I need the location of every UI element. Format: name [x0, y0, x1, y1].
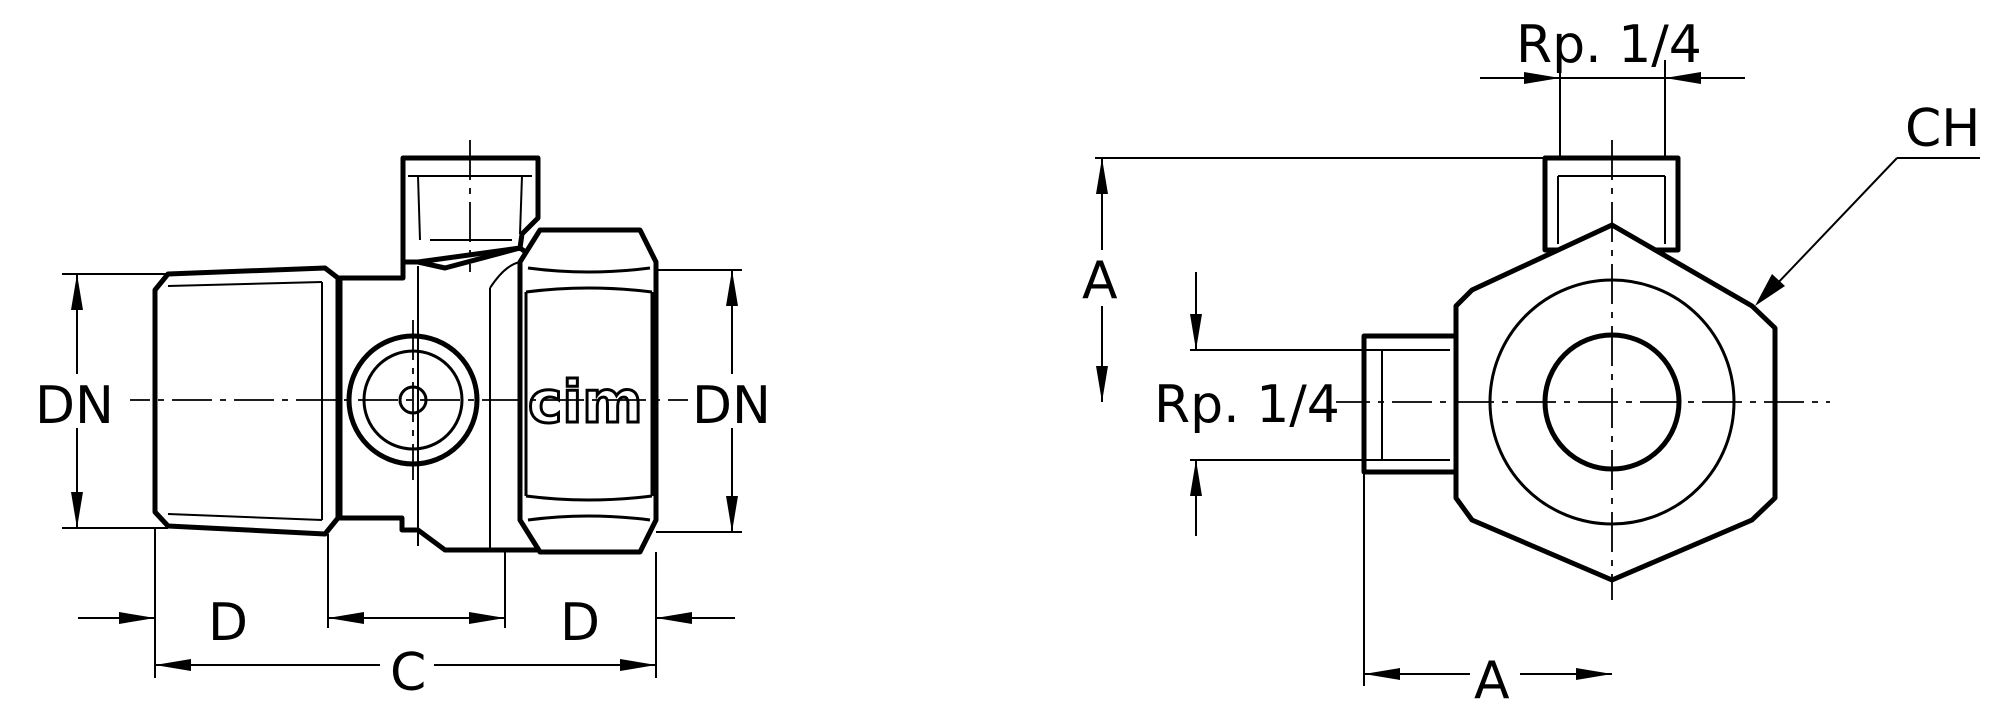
ch-label: CH [1905, 99, 1980, 159]
rp-top-label: Rp. 1/4 [1516, 15, 1702, 75]
rp-side-label: Rp. 1/4 [1154, 375, 1340, 435]
side-view: cim DN DN D D [30, 140, 788, 703]
body-center [337, 245, 543, 553]
male-thread [152, 265, 341, 537]
end-view: Rp. 1/4 A Rp. 1/4 CH A [1078, 15, 1980, 711]
d-left-label: D [208, 593, 248, 653]
dn-left-label: DN [35, 376, 114, 436]
a-vertical-label: A [1082, 251, 1118, 311]
cim-logo: cim [528, 368, 643, 436]
a-horizontal-label: A [1474, 651, 1510, 711]
dn-right-label: DN [692, 376, 771, 436]
hex-nut [489, 227, 659, 555]
c-label: C [390, 643, 426, 703]
d-right-label: D [560, 593, 600, 653]
side-port [1361, 333, 1459, 475]
